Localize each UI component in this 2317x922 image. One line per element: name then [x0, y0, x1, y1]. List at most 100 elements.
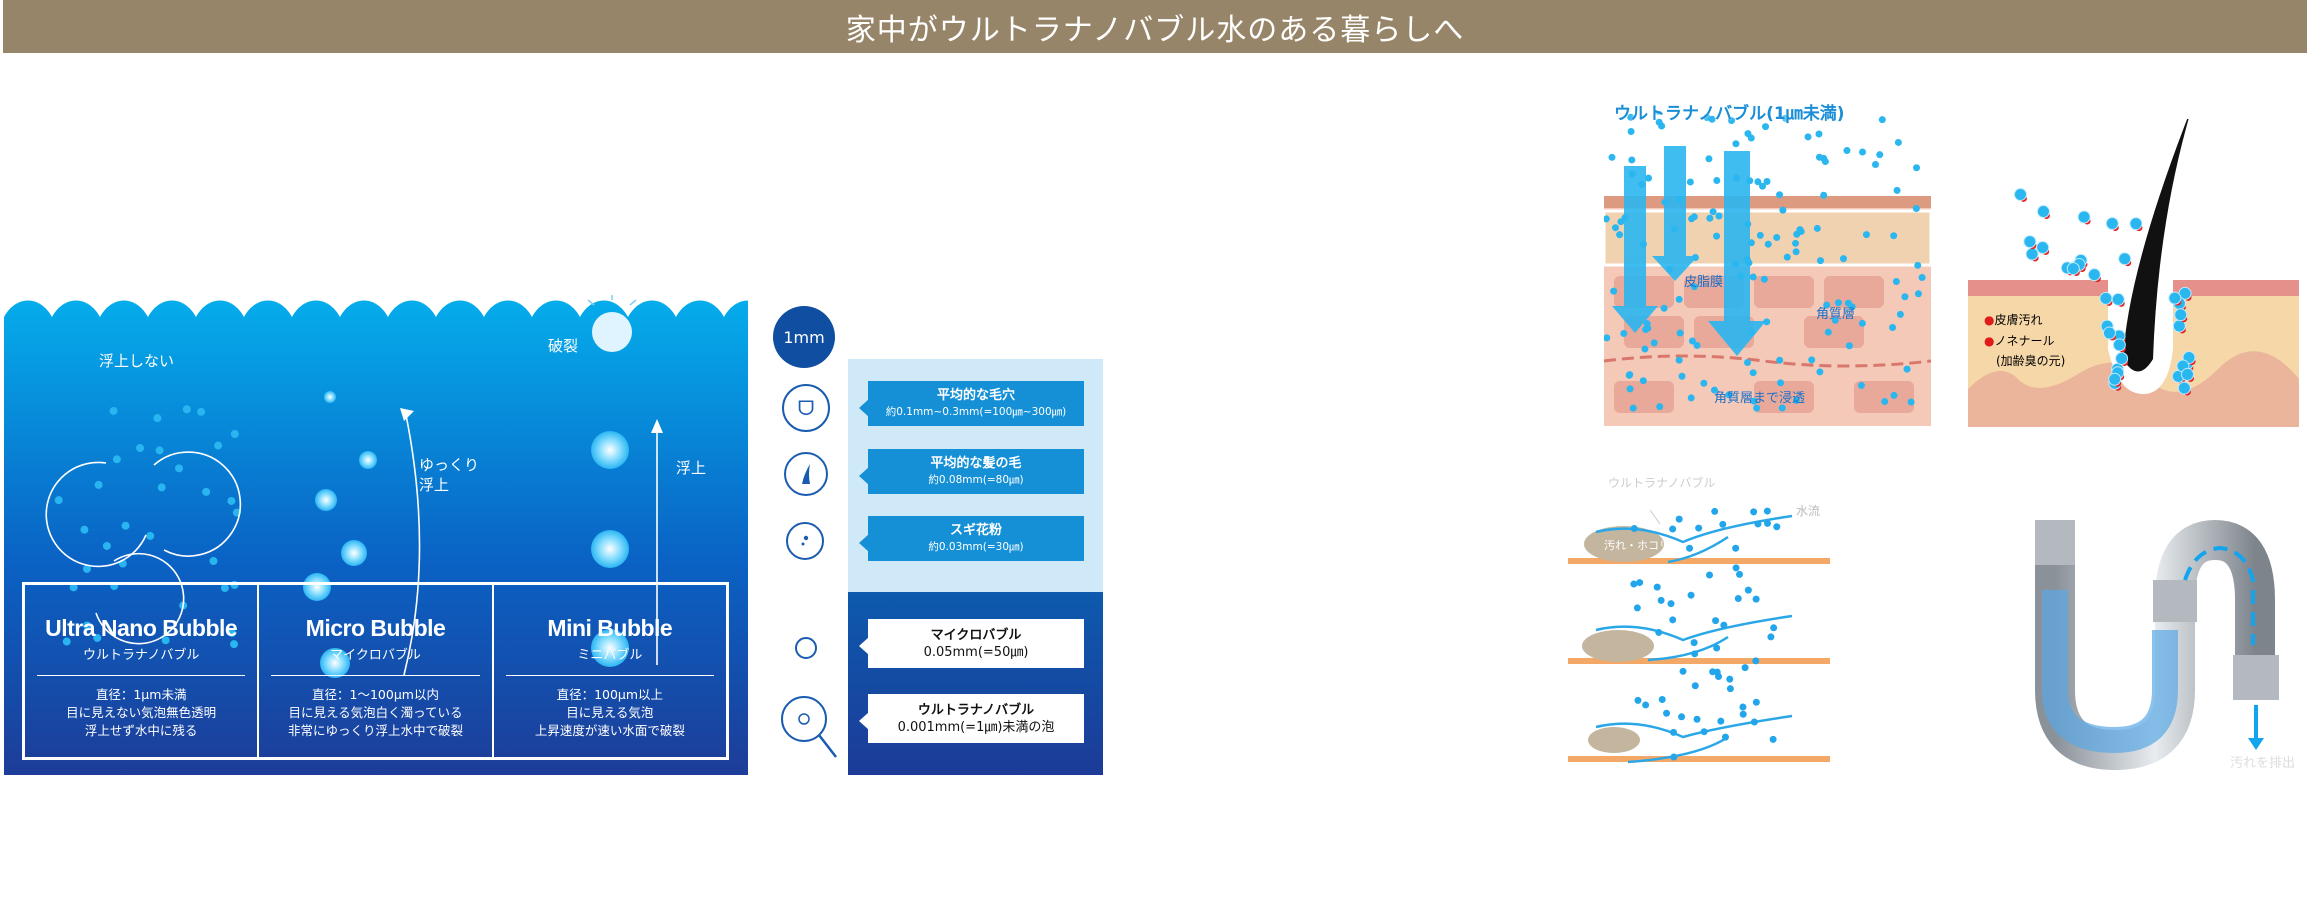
bubble-dot [1815, 153, 1823, 161]
bubble-dot [1660, 304, 1668, 312]
bubble-dot [1901, 293, 1909, 301]
bubble-dot [1670, 728, 1678, 736]
bubble-dot [1663, 709, 1671, 717]
bubble-dot [1714, 672, 1722, 680]
bubble-dot [2115, 351, 2129, 365]
bubble-dot [1709, 668, 1717, 676]
bubble-dot [1713, 232, 1721, 240]
bubble-dot [1749, 273, 1757, 281]
bubble-dot [1859, 148, 1867, 156]
bubble-dot [1760, 275, 1768, 283]
bubble-dot [1617, 218, 1625, 226]
bubble-dot [1913, 164, 1921, 172]
bubble-dot [2087, 268, 2101, 282]
bubble-dot [1764, 240, 1772, 248]
bubble-dot [1656, 403, 1664, 411]
bubble-types-table: Ultra Nano Bubble ウルトラナノバブル 直径：1μm未満目に見え… [22, 582, 729, 760]
bubble-dot [1892, 278, 1900, 286]
bubble-dot [1633, 604, 1641, 612]
bubble-dot [1736, 570, 1744, 578]
bubble-dot [1636, 579, 1644, 587]
bubble-dot [1889, 324, 1897, 332]
bubble-dot [1655, 118, 1663, 126]
bubble-dot [1878, 116, 1886, 124]
bubble-dot [1781, 114, 1789, 122]
spec-line: 目に見えない気泡無色透明 [66, 705, 217, 720]
bubble-dot [230, 640, 239, 649]
bubble-dot [1734, 595, 1742, 603]
bubble-dot [2111, 292, 2125, 306]
bubble-dot [1741, 664, 1749, 672]
bubble-dot [1813, 224, 1821, 232]
bubble-dot [146, 531, 155, 540]
bubble-dot [1675, 515, 1683, 523]
bubble-dot [1759, 182, 1767, 190]
bubble-dot [2036, 240, 2050, 254]
bubble-dot [1903, 365, 1911, 373]
bubble-dot [1725, 391, 1733, 399]
bubble-dot [1754, 178, 1762, 186]
bubble-dot [93, 633, 102, 642]
bubble-dot [209, 557, 218, 566]
bubble-dot [1688, 337, 1696, 345]
bubble-dot [80, 525, 89, 534]
scale-label: 1mm [783, 327, 825, 347]
bubble-dot [1750, 397, 1758, 405]
bubble-dot [1770, 624, 1778, 632]
bubble-dot [1713, 177, 1721, 185]
bubble-dot [1705, 155, 1713, 163]
legend-nonenal: ●ノネナール [1984, 334, 2055, 348]
pollen-size-tag: スギ花粉約0.03mm(=30㎛) [859, 516, 1084, 561]
penetrate-label: 角質層まで浸透 [1714, 391, 1806, 406]
column-title: Mini Bubble [547, 615, 673, 641]
banner-title: 家中がウルトラナノバブル水のある暮らしへ [845, 12, 1465, 48]
bubble-dot [1719, 520, 1727, 528]
bubble-dot [1720, 621, 1728, 629]
bubble-dot [83, 621, 92, 630]
bubble-dot [1744, 130, 1752, 138]
bubble-dot [1628, 156, 1636, 164]
bubble-dot [1690, 639, 1698, 647]
bubble-dot [1678, 372, 1686, 380]
spec-line: 直径：1μm未満 [95, 687, 187, 702]
bubble-dot [1857, 381, 1865, 389]
spec-line: 目に見える気泡白く濁っている [288, 705, 463, 720]
hair-size-tag: 平均的な髪の毛約0.08mm(=80㎛) [859, 449, 1084, 494]
bubble-dot [1862, 231, 1870, 239]
spec-line: 上昇速度が速い水面で破裂 [534, 723, 685, 738]
bubble-dot [1708, 115, 1716, 123]
skin-title: ウルトラナノバブル(1㎛未満) [1614, 104, 1845, 124]
bubble-dot [1779, 206, 1787, 214]
bubble-dot [1893, 186, 1901, 194]
micro-bubble-circle-icon [795, 637, 817, 659]
bubble-dot [2013, 187, 2027, 201]
bubble-dot [1675, 356, 1683, 364]
bubble-dot [1658, 695, 1666, 703]
bubble-dot [1739, 703, 1747, 711]
scale-note: 1mm＝1000㎛ [850, 328, 936, 342]
bubble-dot [1712, 617, 1720, 625]
bubble-dot [1783, 253, 1791, 261]
bubble-dot [1657, 596, 1665, 604]
bubble-dot [136, 443, 145, 452]
bubble-dot [109, 406, 118, 415]
bubble-dot [1844, 299, 1852, 307]
spec-line: 直径：100μm以上 [556, 687, 664, 702]
bubble-dot [153, 414, 162, 423]
bubble-dot [1627, 128, 1635, 136]
bubble-dot [1739, 710, 1747, 718]
bubble-dot [1612, 224, 1620, 232]
bubble-dot [1753, 404, 1761, 412]
bubble-dot [2023, 235, 2037, 249]
float-label: 浮上 [676, 459, 707, 477]
bubble-dot [1627, 113, 1635, 121]
bubble-dot [1726, 685, 1734, 693]
bubble-dot [1914, 261, 1922, 269]
bubble-dot [1676, 329, 1684, 337]
bubble-dot [1767, 633, 1775, 641]
bubble-dot [227, 496, 236, 505]
bubble-dot [155, 446, 164, 455]
bubble-dot [1918, 273, 1926, 281]
bubble-dot [1845, 342, 1853, 350]
